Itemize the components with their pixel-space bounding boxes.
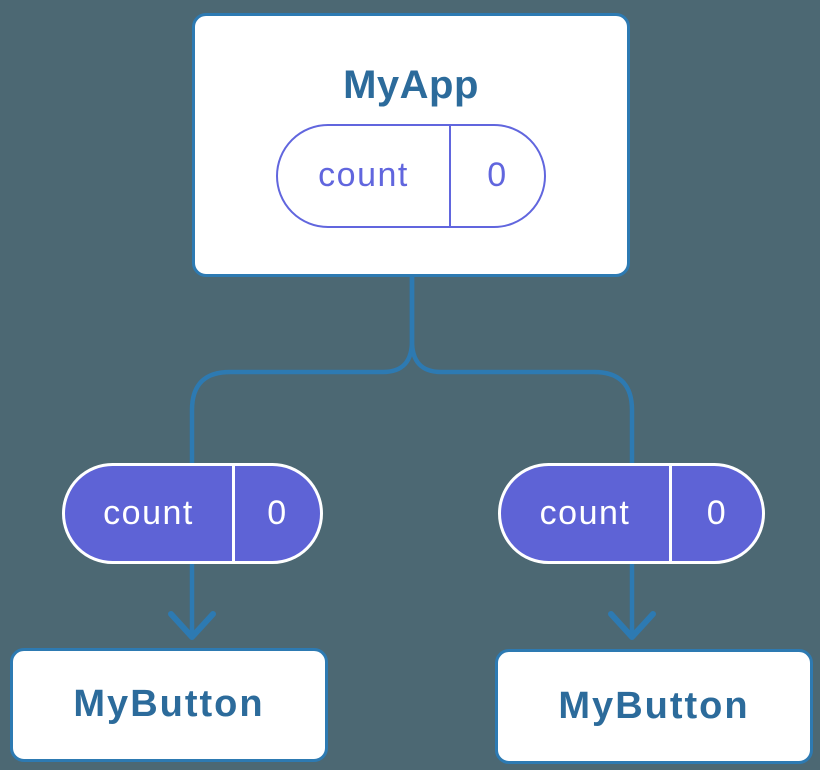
- child-component-title: MyButton: [73, 683, 265, 726]
- arrowhead-left-icon: [168, 611, 216, 640]
- prop-pill-left: count 0: [62, 463, 323, 564]
- child-component-node-left: MyButton: [10, 648, 328, 762]
- root-component-node: MyApp count 0: [192, 13, 630, 277]
- root-component-title: MyApp: [343, 62, 479, 107]
- arrowhead-right-icon: [608, 611, 656, 640]
- connector-group: [168, 274, 656, 640]
- prop-name-label: count: [65, 466, 235, 561]
- prop-pill-right: count 0: [498, 463, 765, 564]
- state-name-label: count: [278, 125, 451, 226]
- root-state-pill: count 0: [276, 123, 546, 228]
- prop-name-label: count: [501, 466, 672, 561]
- child-component-node-right: MyButton: [495, 649, 813, 764]
- fork-branch-right: [409, 274, 635, 639]
- prop-value-label: 0: [706, 494, 728, 532]
- child-component-title: MyButton: [558, 684, 750, 727]
- fork-branch-left: [189, 274, 415, 639]
- prop-value-label: 0: [267, 494, 288, 532]
- state-value-label: 0: [487, 156, 508, 194]
